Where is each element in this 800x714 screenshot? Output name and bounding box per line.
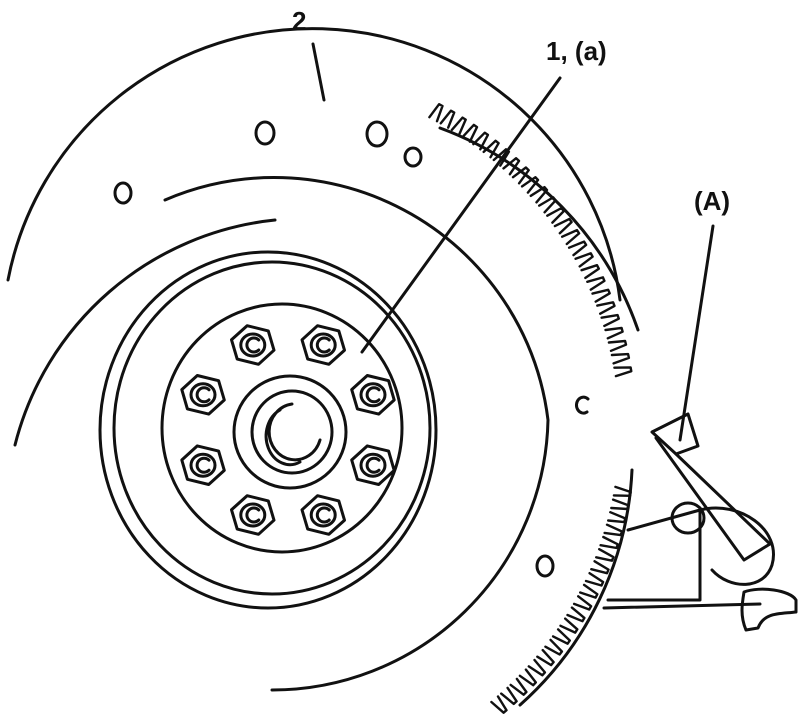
- bolt-head: [180, 374, 226, 416]
- flywheel-face-ring: [13, 218, 277, 447]
- ring-gear-root-lower: [518, 468, 634, 707]
- leader-line-a: [678, 224, 715, 442]
- rim-hole: [365, 120, 389, 148]
- crank-flange: [232, 374, 348, 490]
- hub-face: [160, 302, 404, 554]
- rim-hole: [113, 181, 133, 205]
- leader-line-2: [311, 42, 326, 102]
- bolt-head: [230, 494, 276, 536]
- bolt-head: [230, 324, 276, 366]
- crank-pilot: [250, 389, 334, 475]
- ring-gear-root: [438, 126, 640, 332]
- flywheel-holder-tool: [602, 412, 798, 632]
- label-tool: (A): [694, 186, 730, 216]
- flywheel-outer-rim: [6, 27, 622, 302]
- hub-recess-outer: [98, 250, 438, 610]
- bolt-head: [350, 374, 396, 416]
- rim-hole: [535, 554, 555, 578]
- bolt-head: [300, 324, 346, 366]
- rim-hole: [574, 395, 590, 415]
- bolt-head: [300, 494, 346, 536]
- bolt-head: [350, 444, 396, 486]
- label-flywheel: 2: [292, 6, 306, 36]
- label-bolt: 1, (a): [546, 36, 607, 66]
- rim-hole: [254, 120, 276, 146]
- bolt-head: [180, 444, 226, 486]
- flywheel-bolts: [180, 324, 396, 536]
- rim-hole: [403, 146, 423, 168]
- ring-gear-teeth: [428, 103, 633, 714]
- leader-line-1a: [360, 76, 562, 354]
- flywheel-face-ring-lower: [163, 176, 550, 692]
- hub-recess-inner: [112, 260, 432, 596]
- crank-bore: [264, 402, 322, 467]
